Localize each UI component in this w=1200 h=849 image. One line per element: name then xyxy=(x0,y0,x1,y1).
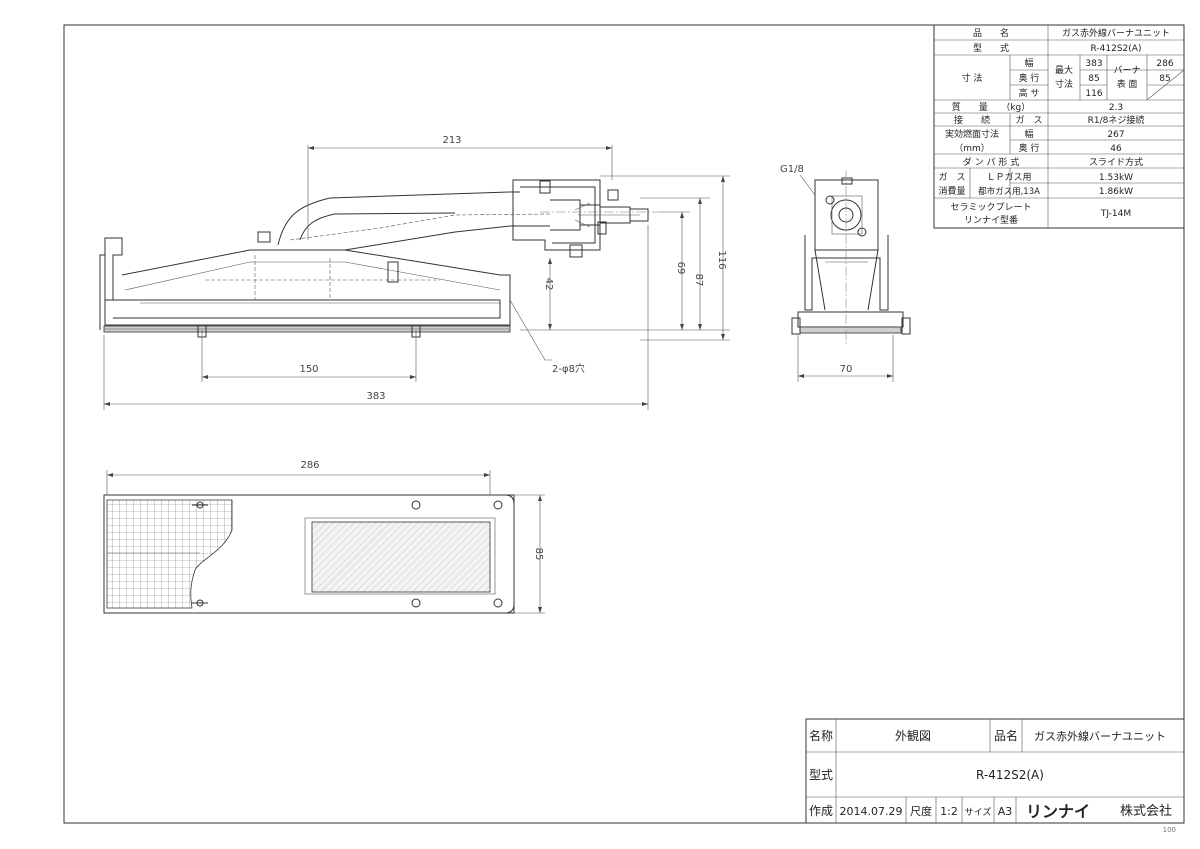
thread-note: G1/8 xyxy=(780,164,804,175)
dim-70: 70 xyxy=(840,364,853,375)
spec-burner-width: 286 xyxy=(1156,59,1173,69)
tb-name-value: 外観図 xyxy=(895,729,931,743)
spec-mass-label: 質 量 （kg） xyxy=(952,101,1030,113)
spec-lp-label: ＬＰガス用 xyxy=(986,172,1031,183)
spec-ceramic-label-2: リンナイ型番 xyxy=(964,214,1018,226)
spec-ceramic-value: TJ-14M xyxy=(1100,209,1131,219)
spec-city-label: 都市ガス用,13A xyxy=(978,186,1040,197)
spec-lp-value: 1.53kW xyxy=(1099,173,1133,183)
dim-286: 286 xyxy=(300,460,319,471)
top-view: 286 85 xyxy=(103,460,545,614)
spec-connection-label: 接 続 xyxy=(954,114,990,126)
spec-city-value: 1.86kW xyxy=(1099,187,1133,197)
front-view: 213 150 383 42 69 87 116 2-φ8穴 xyxy=(99,135,730,410)
spec-width-label: 幅 xyxy=(1024,57,1033,69)
dim-150: 150 xyxy=(299,364,318,375)
tb-name-label: 名称 xyxy=(809,728,833,743)
spec-burner-label-1: バーナ xyxy=(1113,65,1140,76)
tb-product-value: ガス赤外線バーナユニット xyxy=(1034,729,1166,743)
spec-height-label: 高 サ xyxy=(1019,87,1040,99)
spec-ceramic-label-1: セラミックプレート xyxy=(950,202,1031,213)
tb-size-label: サイズ xyxy=(965,806,992,818)
tb-created-label: 作成 xyxy=(809,804,833,818)
spec-damper-label: ダ ン パ 形 式 xyxy=(963,156,1019,168)
spec-max-label-1: 最大 xyxy=(1055,64,1073,76)
spec-effective-depth-label: 奥 行 xyxy=(1019,142,1040,154)
tb-model-label: 型式 xyxy=(809,768,833,782)
spec-max-depth: 85 xyxy=(1088,74,1099,84)
spec-effective-label-1: 実効燃面寸法 xyxy=(945,128,999,140)
tb-scale-label: 尺度 xyxy=(910,804,932,818)
spec-max-width: 383 xyxy=(1085,59,1102,69)
spec-connection: R1/8ネジ接続 xyxy=(1088,114,1145,126)
dim-85: 85 xyxy=(533,548,544,561)
spec-model: R-412S2(A) xyxy=(1091,44,1142,54)
tb-size-value: A3 xyxy=(998,805,1013,818)
page-number: 100 xyxy=(1163,826,1176,834)
hole-note: 2-φ8穴 xyxy=(552,362,585,375)
tb-model-value: R-412S2(A) xyxy=(976,768,1044,782)
dim-116: 116 xyxy=(716,250,727,269)
company-suffix: 株式会社 xyxy=(1120,803,1172,819)
spec-effective-width: 267 xyxy=(1107,130,1124,140)
spec-table: 品 名 ガス赤外線バーナユニット 型 式 R-412S2(A) 寸 法 幅 奥 … xyxy=(933,24,1185,229)
dim-383: 383 xyxy=(366,391,385,402)
side-view: G1/8 70 xyxy=(780,164,911,382)
dim-213: 213 xyxy=(442,135,461,146)
tb-product-label: 品名 xyxy=(994,728,1018,743)
spec-dims-label: 寸 法 xyxy=(962,72,983,84)
drawing-frame xyxy=(63,24,1185,824)
spec-effective-depth: 46 xyxy=(1110,144,1122,154)
title-block: 名称 外観図 品名 ガス赤外線バーナユニット 型式 R-412S2(A) 作成 … xyxy=(805,718,1185,834)
company-logo: リンナイ xyxy=(1026,802,1090,821)
spec-connection-gas-label: ガ ス xyxy=(1015,115,1042,126)
spec-max-label-2: 寸法 xyxy=(1055,78,1073,90)
dim-87: 87 xyxy=(693,274,704,287)
dim-42: 42 xyxy=(543,278,554,291)
spec-effective-label-2: （mm） xyxy=(954,143,990,154)
spec-product-name: ガス赤外線バーナユニット xyxy=(1062,27,1170,39)
spec-mass: 2.3 xyxy=(1109,103,1123,113)
spec-max-height: 116 xyxy=(1085,89,1102,99)
spec-product-name-label: 品 名 xyxy=(973,27,1009,39)
spec-burner-label-2: 表 面 xyxy=(1117,78,1138,90)
spec-gas-label: ガ ス xyxy=(938,172,965,183)
spec-model-label: 型 式 xyxy=(973,42,1009,54)
spec-burner-depth: 85 xyxy=(1159,74,1170,84)
tb-created-value: 2014.07.29 xyxy=(840,805,903,818)
spec-effective-width-label: 幅 xyxy=(1024,128,1033,140)
spec-damper: スライド方式 xyxy=(1089,156,1143,168)
spec-depth-label: 奥 行 xyxy=(1019,72,1040,84)
tb-scale-value: 1:2 xyxy=(940,805,958,818)
dim-69: 69 xyxy=(675,262,686,275)
spec-consumption-label: 消費量 xyxy=(938,185,965,197)
